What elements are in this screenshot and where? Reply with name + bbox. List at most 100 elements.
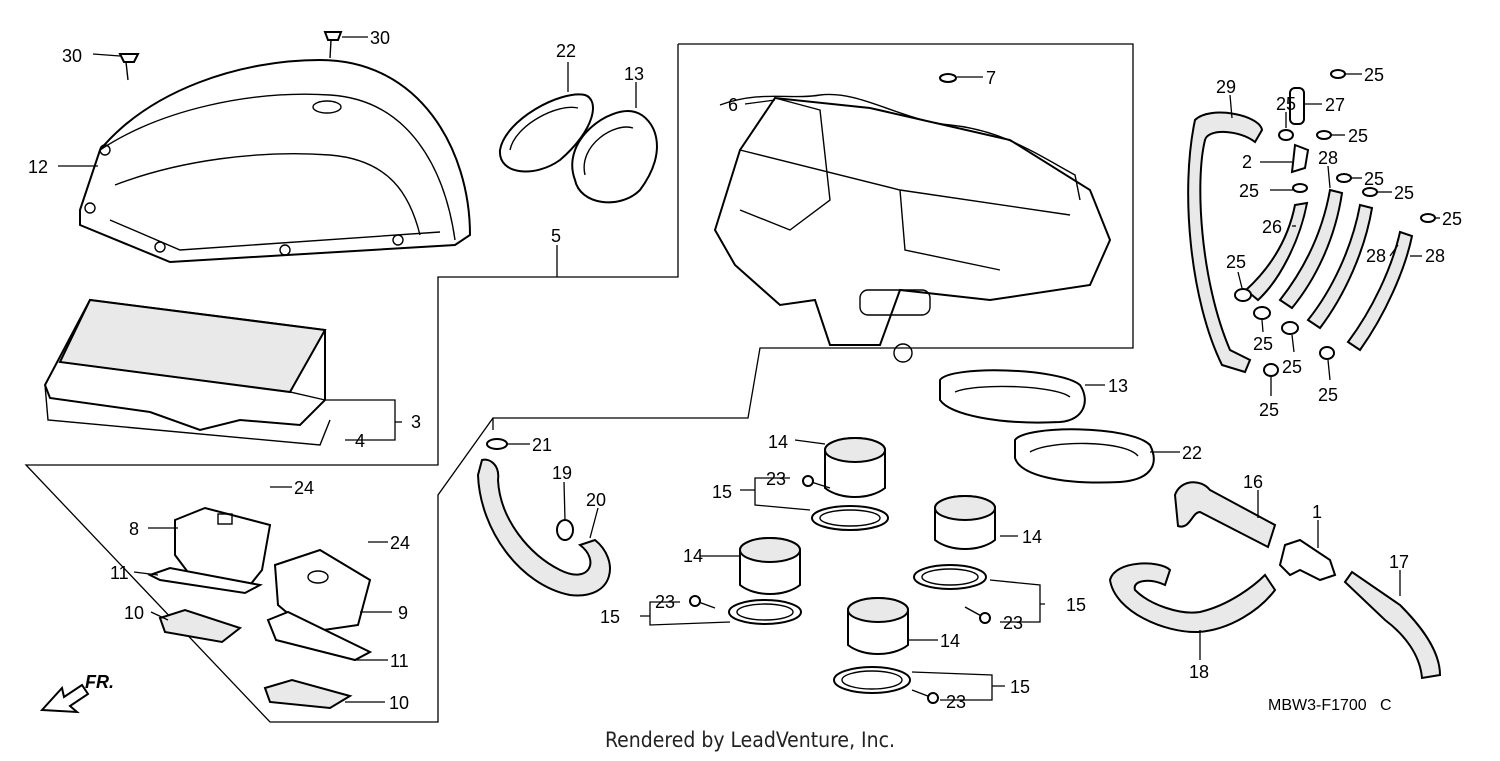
callout-24-a: 24 (294, 478, 314, 498)
sponge-10-top (158, 608, 243, 644)
callout-5: 5 (551, 226, 561, 246)
callout-labels: 30 30 12 22 13 5 6 7 3 4 29 25 25 27 25 … (28, 28, 1462, 713)
callout-11-a: 11 (110, 563, 129, 583)
callout-8: 8 (129, 519, 139, 539)
callout-18: 18 (1189, 662, 1209, 682)
boot-14-c (739, 537, 801, 595)
callout-23-a: 23 (766, 469, 786, 489)
callout-12: 12 (28, 157, 48, 177)
callout-15-d: 15 (1010, 677, 1030, 697)
callout-26: 26 (1262, 217, 1282, 237)
band-15-a (811, 505, 889, 531)
callout-28-c: 28 (1425, 246, 1445, 266)
callout-29: 29 (1216, 77, 1236, 97)
clip-21 (486, 438, 508, 450)
callout-7: 7 (986, 68, 996, 88)
front-direction-arrow: FR. (39, 672, 114, 714)
callout-15-a: 15 (712, 482, 732, 502)
group-frame (24, 43, 1134, 723)
callout-4: 4 (355, 431, 365, 451)
callout-25-c: 25 (1348, 126, 1368, 146)
clips-25 (1234, 69, 1436, 377)
tube-27 (1289, 87, 1305, 125)
callout-19: 19 (552, 463, 572, 483)
screws-23 (689, 475, 991, 704)
callout-13-top: 13 (624, 64, 644, 84)
callout-25-f: 25 (1394, 183, 1414, 203)
leader-lines (58, 36, 1440, 703)
air-cleaner-housing (713, 93, 1112, 363)
hose-26 (1244, 201, 1309, 302)
band-15-d (833, 666, 911, 694)
front-direction-label: FR. (85, 672, 114, 692)
boot-14-a (824, 437, 886, 498)
air-filter-element (43, 298, 331, 446)
grommet-7 (939, 73, 957, 83)
hose-28-c (1346, 230, 1414, 352)
resonator-duct-8 (147, 506, 272, 595)
callout-15-b: 15 (600, 607, 620, 627)
callout-13-bottom: 13 (1108, 376, 1128, 396)
credit-line: Rendered by LeadVenture, Inc. (605, 728, 895, 752)
gasket-22-top (498, 93, 594, 173)
diagram-code: MBW3-F1700 (1268, 697, 1367, 714)
joint-1 (1278, 538, 1337, 582)
callout-14-a: 14 (768, 432, 788, 452)
callout-11-b: 11 (390, 651, 409, 671)
callout-16: 16 (1243, 472, 1263, 492)
callout-23-b: 23 (655, 592, 675, 612)
diagram-code-block: MBW3-F1700 C (1268, 697, 1392, 714)
callout-25-e: 25 (1239, 181, 1259, 201)
hose-28-b (1306, 203, 1374, 330)
clip-19 (556, 519, 574, 541)
callout-25-j: 25 (1282, 357, 1302, 377)
callout-27: 27 (1325, 95, 1345, 115)
callout-22-top: 22 (556, 41, 576, 61)
resonator-duct-9 (266, 548, 373, 662)
callout-17: 17 (1389, 552, 1409, 572)
air-funnel-13-top (571, 110, 658, 204)
drain-tube-20 (476, 458, 611, 597)
hose-29 (1187, 111, 1264, 374)
callout-24-b: 24 (390, 533, 410, 553)
callout-23-c: 23 (1003, 613, 1023, 633)
hose-16 (1173, 481, 1277, 549)
callout-22-bottom: 22 (1182, 443, 1202, 463)
callout-14-d: 14 (940, 631, 960, 651)
callout-30-right: 30 (370, 28, 390, 48)
band-15-b (913, 564, 987, 590)
callout-25-b: 25 (1364, 65, 1384, 85)
callout-1: 1 (1312, 502, 1322, 522)
callout-28-b: 28 (1366, 246, 1386, 266)
callout-25-h: 25 (1226, 252, 1246, 272)
air-cleaner-cover (79, 58, 472, 264)
band-15-c (728, 599, 802, 625)
screw-30-left (118, 53, 140, 81)
boot-14-b (934, 495, 996, 550)
screw-30-right (323, 31, 343, 59)
sponge-10-bottom (263, 678, 353, 710)
gasket-22-bottom (1014, 428, 1155, 484)
hose-18 (1108, 562, 1277, 634)
callout-2: 2 (1242, 152, 1252, 172)
hose-17 (1343, 570, 1442, 680)
callout-14-c: 14 (683, 546, 703, 566)
tube-2 (1290, 143, 1310, 174)
callout-23-d: 23 (946, 692, 966, 712)
callout-30-left: 30 (62, 46, 82, 66)
callout-25-l: 25 (1259, 400, 1279, 420)
boot-14-d (847, 597, 909, 655)
callout-20: 20 (586, 490, 606, 510)
callout-25-g: 25 (1442, 209, 1462, 229)
callout-25-i: 25 (1253, 334, 1273, 354)
hose-28-a (1278, 188, 1344, 310)
callout-25-k: 25 (1318, 385, 1338, 405)
diagram-code-suffix: C (1380, 697, 1392, 714)
callout-14-b: 14 (1022, 527, 1042, 547)
callout-15-c: 15 (1066, 595, 1086, 615)
callout-28-a: 28 (1318, 148, 1338, 168)
callout-21: 21 (532, 435, 552, 455)
callout-25-a: 25 (1276, 94, 1296, 114)
callout-3: 3 (411, 412, 421, 432)
